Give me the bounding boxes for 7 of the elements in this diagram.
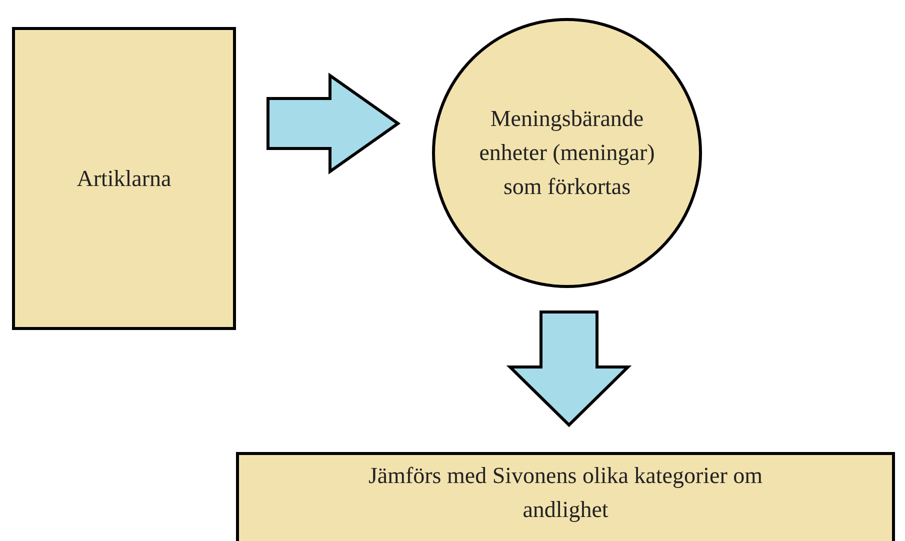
node-label: Artiklarna: [76, 164, 172, 192]
process-box: [236, 452, 895, 541]
block-arrow: [266, 72, 401, 174]
node-label: Jämförs med Sivonens olika kategorier om andlighet: [367, 462, 764, 524]
process-box: [12, 27, 236, 330]
block-arrow: [506, 310, 632, 428]
node-label: Meningsbärande enheter (meningar) som förkortas: [478, 105, 656, 201]
